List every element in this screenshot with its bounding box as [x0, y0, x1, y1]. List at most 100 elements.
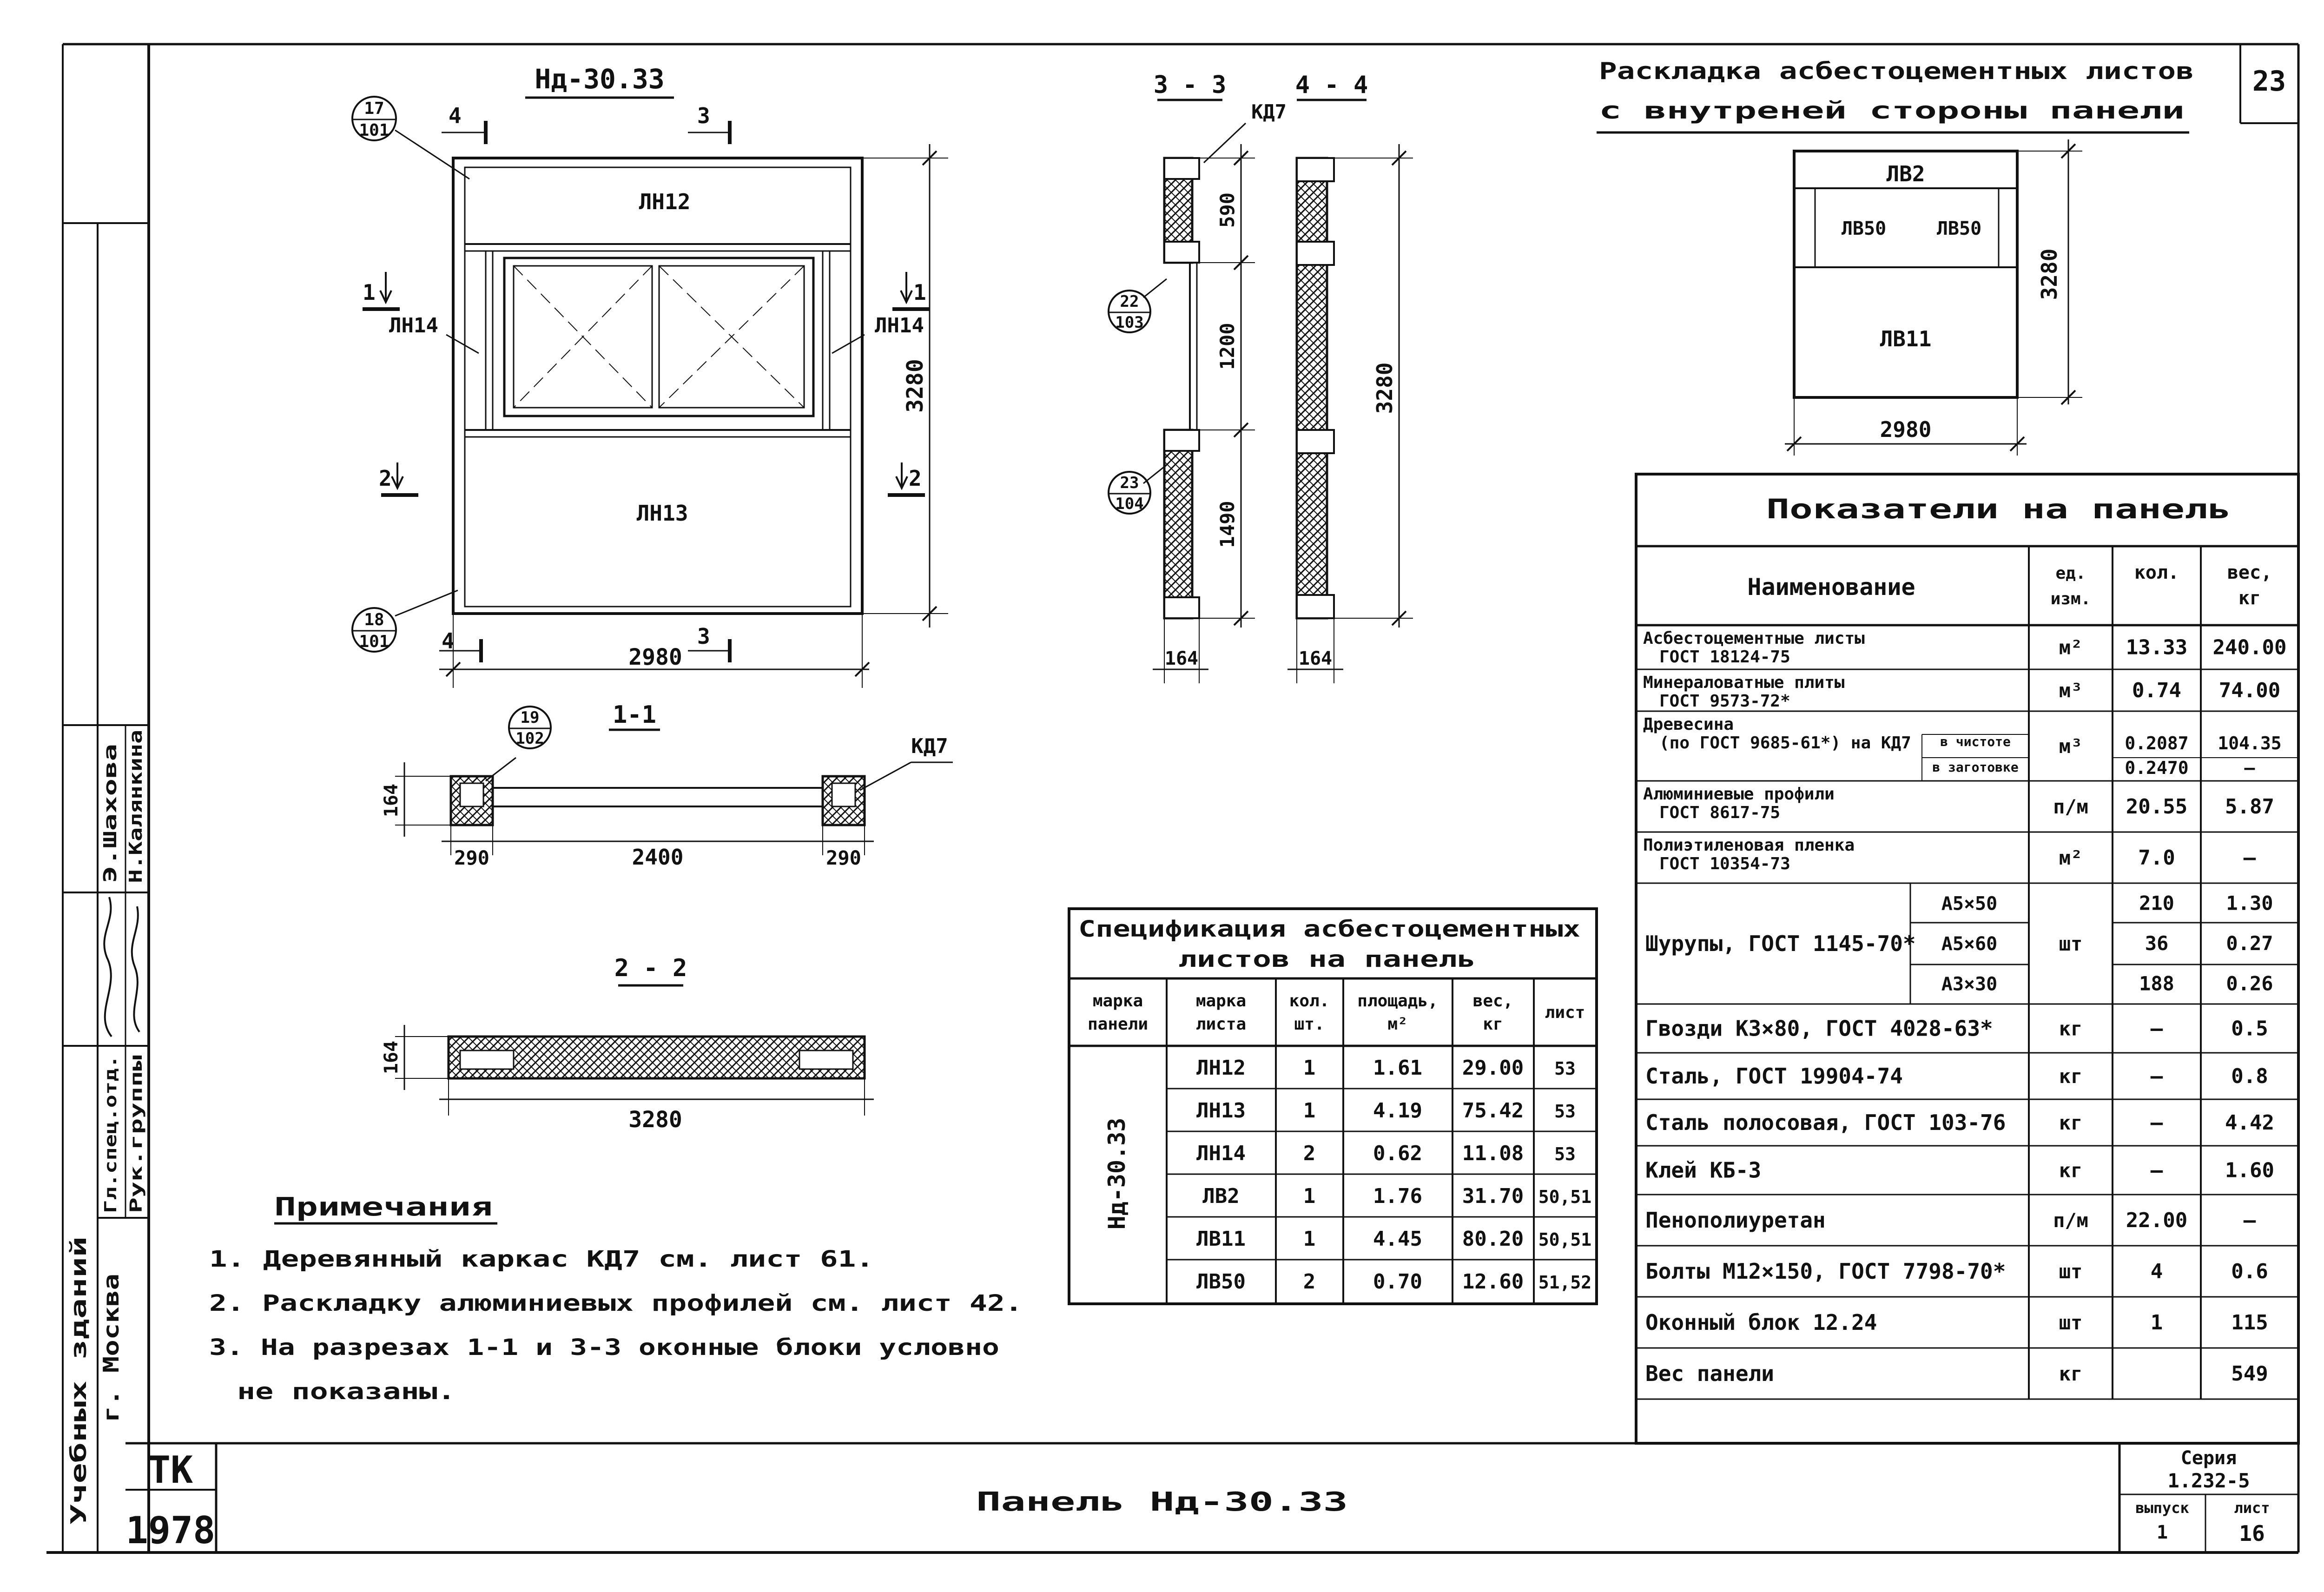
section-1-1-dim-height: 164 [381, 784, 402, 817]
ind-head-qty: кол. [2134, 562, 2179, 583]
stamp-org-line2: г. Москва [99, 1274, 124, 1422]
layout-label-top: ЛВ2 [1886, 161, 1925, 186]
layout-label-bottom: ЛВ11 [1880, 326, 1932, 351]
indicator-subtype: А3×30 [1941, 974, 1997, 995]
spec-cell-list: 53 [1554, 1058, 1576, 1079]
indicator-qty: 36 [2145, 932, 2169, 955]
indicator-weight: 104.35 [2218, 733, 2281, 753]
callout-22-num: 22 [1120, 292, 1139, 311]
tb-year: 1978 [126, 1509, 216, 1552]
indicator-subtype: А5×50 [1941, 893, 1997, 914]
section-3-3-width: 164 [1165, 648, 1198, 669]
tb-series-label: Серия [2181, 1447, 2237, 1469]
layout-block [1597, 131, 2189, 456]
section-2-2-dim-height: 164 [381, 1041, 402, 1074]
spec-title-line2: листов на панель [1178, 946, 1476, 972]
spec-head-weight-1: вес, [1473, 991, 1513, 1011]
spec-cell-area: 0.62 [1373, 1142, 1422, 1165]
spec-cell-weight: 31.70 [1462, 1184, 1524, 1208]
callout-17-num: 17 [364, 99, 384, 118]
indicator-unit: шт [2059, 932, 2083, 955]
indicator-qty: 188 [2139, 972, 2174, 995]
notes-title: Примечания [274, 1192, 493, 1222]
indicator-unit: м² [2059, 636, 2083, 659]
ind-head-name: Наименование [1747, 574, 1915, 601]
stamp-role-2: Рук.группы [127, 1055, 146, 1213]
layout-title-line1: Раскладка асбестоцементных листов [1599, 58, 2194, 85]
spec-cell-weight: 80.20 [1462, 1227, 1524, 1251]
indicator-subtype: А5×60 [1941, 933, 1997, 955]
spec-head-qty-2: шт. [1294, 1015, 1324, 1034]
indicator-weight: 240.00 [2213, 636, 2287, 660]
layout-label-right: ЛВ50 [1937, 218, 1981, 239]
stamp-org-line1: Учебных зданий [66, 1236, 91, 1525]
layout-label-left: ЛВ50 [1842, 218, 1886, 239]
spec-cell-qty: 1 [1303, 1099, 1316, 1123]
indicator-name-standard: ГОСТ 8617-75 [1659, 803, 1780, 822]
indicator-weight: 0.8 [2231, 1064, 2268, 1088]
indicator-name-standard: ГОСТ 18124-75 [1659, 647, 1790, 667]
section-1-1-dim-right: 290 [826, 846, 861, 869]
spec-cell-qty: 1 [1303, 1227, 1316, 1251]
spec-head-list: лист [1545, 1003, 1585, 1022]
indicator-name: Алюминиевые профили [1643, 785, 1835, 804]
indicator-qty: — [2151, 1111, 2163, 1135]
layout-dim-width: 2980 [1880, 417, 1932, 442]
spec-panel-mark: Нд-30.33 [1103, 1118, 1130, 1230]
indicator-unit: м² [2059, 846, 2083, 869]
stamp-role-1: Гл.спец.отд. [101, 1055, 120, 1213]
tb-sheet-value: 16 [2239, 1521, 2265, 1546]
elevation-dim-width: 2980 [628, 644, 682, 670]
layout-title-line2: с внутреней стороны панели [1599, 97, 2185, 124]
indicator-weight: 5.87 [2225, 795, 2274, 819]
indicator-qty: 210 [2139, 892, 2174, 914]
section-1-1-kd7: КД7 [911, 734, 948, 758]
indicator-weight: 0.6 [2231, 1260, 2268, 1283]
section-3-3-title: 3 - 3 [1154, 71, 1227, 99]
tb-tk: ТК [148, 1448, 193, 1492]
indicators-table-grid [1635, 473, 2300, 1445]
spec-cell-sheet: ЛВ11 [1196, 1227, 1246, 1251]
stamp-name-1: Э.Шахова [100, 744, 120, 883]
indicator-unit: п/м [2053, 795, 2088, 818]
indicator-unit: кг [2059, 1159, 2083, 1182]
indicator-name: Пенополиуретан [1645, 1208, 1826, 1233]
indicator-unit: кг [2059, 1065, 2083, 1088]
ind-head-weight-2: кг [2238, 588, 2261, 609]
indicator-unit: шт [2059, 1311, 2083, 1334]
spec-cell-area: 4.45 [1373, 1227, 1422, 1251]
note-4: не показаны. [237, 1379, 456, 1405]
spec-cell-weight: 29.00 [1462, 1056, 1524, 1080]
indicator-unit: м³ [2059, 735, 2083, 758]
indicator-weight: 549 [2231, 1362, 2268, 1386]
ind-head-unit-2: изм. [2051, 589, 2091, 608]
ind-head-weight-1: вес, [2227, 562, 2272, 583]
spec-cell-area: 1.61 [1373, 1056, 1422, 1080]
indicator-weight: 0.26 [2226, 972, 2273, 995]
spec-cell-weight: 12.60 [1462, 1270, 1524, 1294]
section-mark-1-right: 1 [913, 280, 926, 305]
indicator-unit: кг [2059, 1362, 2083, 1385]
spec-head-sheet-1: марка [1196, 991, 1246, 1011]
indicator-weight: 0.27 [2226, 932, 2273, 955]
indicator-name: Оконный блок 12.24 [1645, 1310, 1877, 1335]
callout-18-sheet: 101 [359, 632, 389, 651]
indicator-name: Минераловатные плиты [1643, 673, 1845, 692]
indicator-qty: 0.74 [2132, 679, 2181, 702]
section-1-1-dim-left: 290 [454, 846, 489, 869]
elevation-dim-height: 3280 [902, 359, 928, 413]
section-mark-3-bottom: 3 [697, 624, 710, 649]
note-2: 2. Раскладку алюминиевых профилей см. ли… [209, 1290, 1023, 1316]
section-4-4-width: 164 [1299, 648, 1332, 669]
callout-19-sheet: 102 [515, 729, 544, 748]
section-2-2 [395, 984, 874, 1116]
indicator-weight: — [2245, 758, 2255, 778]
indicator-qty: 4 [2151, 1260, 2163, 1283]
tb-issue-value: 1 [2157, 1522, 2168, 1543]
indicator-name: Шурупы, ГОСТ 1145-70* [1645, 931, 1916, 956]
section-1-1-dim-mid: 2400 [632, 845, 684, 870]
callout-18-num: 18 [364, 610, 384, 629]
spec-cell-sheet: ЛВ50 [1196, 1270, 1246, 1294]
callout-17-sheet: 101 [359, 121, 389, 140]
